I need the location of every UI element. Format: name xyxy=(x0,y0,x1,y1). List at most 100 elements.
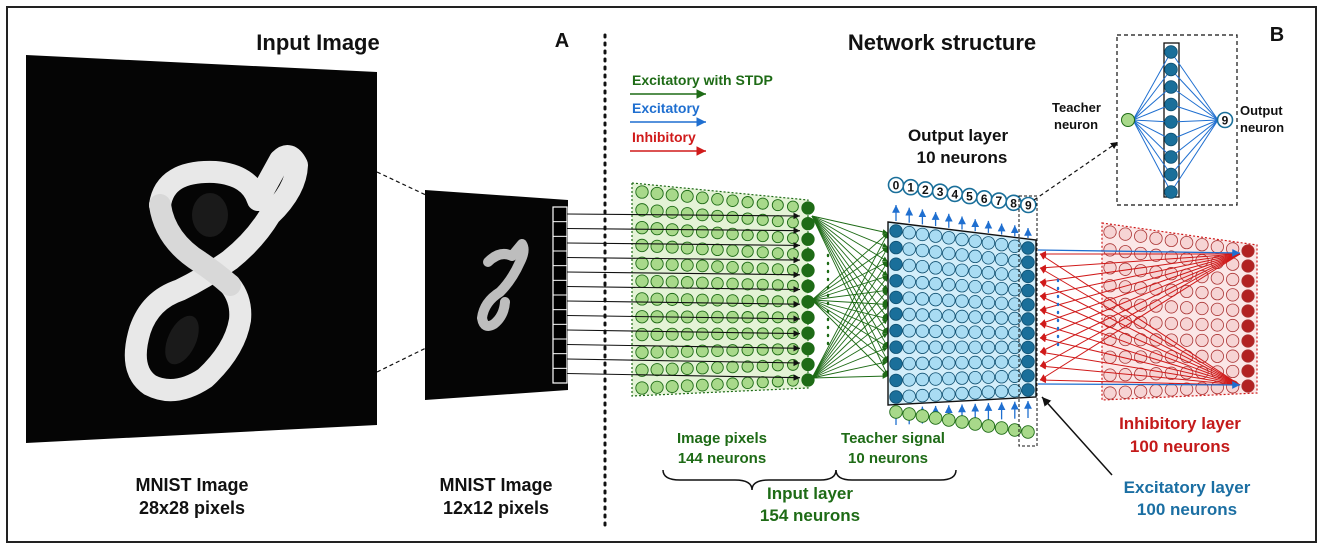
input-neuron xyxy=(635,345,649,360)
inhibitory-connection xyxy=(1039,267,1241,386)
input-neuron xyxy=(650,292,664,306)
teacher-neuron xyxy=(942,413,956,427)
projection-line-bottom xyxy=(376,346,429,373)
inhibitory-neuron xyxy=(1210,318,1224,332)
inhibitory-connection xyxy=(1039,253,1241,339)
input-neuron xyxy=(786,374,799,387)
output-weight-neuron xyxy=(1008,282,1022,297)
output-weight-neuron xyxy=(915,308,930,322)
input-neuron xyxy=(635,292,649,306)
inhibitory-neuron xyxy=(1134,281,1148,295)
inhibitory-neuron xyxy=(1210,287,1224,301)
output-edge-neuron xyxy=(1021,369,1035,383)
inhibitory-neuron xyxy=(1180,317,1194,331)
inhibitory-neuron xyxy=(1226,303,1240,317)
input-neuron xyxy=(680,362,694,376)
output-weight-neuron xyxy=(1008,369,1022,383)
image-pixels-label-line2: 144 neurons xyxy=(677,450,767,467)
output-weight-neuron xyxy=(902,291,916,305)
output-edge-neuron xyxy=(1021,269,1035,284)
pixel-arrow xyxy=(566,372,801,381)
input-neuron xyxy=(756,213,769,226)
inhibitory-connection xyxy=(1039,253,1241,386)
inhibitory-neuron xyxy=(1180,235,1194,250)
stdp-connection xyxy=(811,247,889,379)
inhibitory-neuron xyxy=(1195,317,1209,332)
stdp-connection xyxy=(811,288,889,301)
input-neuron xyxy=(726,261,739,274)
input-neuron xyxy=(711,327,724,341)
output-edge-neuron xyxy=(1021,326,1035,340)
input-output-neuron xyxy=(801,373,815,387)
inhibitory-connection xyxy=(1039,253,1241,312)
inset-hidden-neuron xyxy=(1164,115,1178,129)
output-edge-neuron xyxy=(889,373,903,388)
pixel-column-strip xyxy=(552,206,568,384)
input-neuron xyxy=(786,263,799,276)
input-neuron xyxy=(756,230,769,243)
input-neuron xyxy=(771,343,784,356)
legend-label-excitatory: Excitatory xyxy=(632,100,700,116)
input-neuron xyxy=(696,191,709,205)
output-edge-neuron xyxy=(1021,312,1035,326)
inset-hidden-neuron xyxy=(1164,97,1178,112)
input-neuron xyxy=(771,359,784,372)
input-neuron xyxy=(726,244,739,257)
stdp-connection xyxy=(811,215,889,291)
input-neuron xyxy=(786,311,799,324)
input-output-neuron xyxy=(801,248,815,262)
stdp-connection xyxy=(811,346,889,379)
output-weight-neuron xyxy=(942,278,956,292)
output-weight-neuron xyxy=(915,340,930,354)
inhibitory-neuron xyxy=(1210,240,1224,254)
input-neuron xyxy=(756,278,769,291)
inset-output-label-line2: neuron xyxy=(1240,120,1285,135)
inhibitory-neuron xyxy=(1134,229,1148,243)
inhibitory-output-neuron xyxy=(1241,364,1255,378)
input-neuron xyxy=(680,379,694,393)
pixel-arrow xyxy=(566,314,801,323)
inset-out-connection xyxy=(1170,69,1219,121)
output-weight-neuron xyxy=(915,292,930,306)
input-output-neuron xyxy=(801,326,815,340)
input-neuron xyxy=(726,211,739,224)
input-neuron xyxy=(756,311,769,324)
inhibitory-neuron xyxy=(1164,300,1178,314)
output-weight-neuron xyxy=(994,340,1009,355)
output-weight-neuron xyxy=(968,386,982,400)
inhibitory-connection xyxy=(1039,253,1241,353)
inhibitory-neuron-grid xyxy=(1103,225,1255,400)
input-neuron xyxy=(711,260,724,273)
output-weight-neuron xyxy=(942,262,956,276)
stdp-connection xyxy=(811,215,889,262)
input-neuron xyxy=(741,278,754,291)
output-weight-neuron xyxy=(981,280,996,295)
inhibitory-neuron xyxy=(1103,261,1117,275)
input-output-neuron xyxy=(801,279,815,293)
teacher-neuron xyxy=(902,407,916,421)
inset-hidden-neuron xyxy=(1164,62,1178,77)
digit-eight-small xyxy=(477,239,529,331)
input-output-neuron xyxy=(801,263,815,278)
inset-in-connection xyxy=(1132,51,1172,121)
input-neuron xyxy=(756,294,769,308)
output-edge-neuron xyxy=(889,224,903,238)
panel-b-label: B xyxy=(1269,24,1285,46)
output-weight-neuron xyxy=(928,261,943,275)
input-neuron xyxy=(696,293,709,307)
inset-output-label-line1: Output xyxy=(1240,103,1283,118)
input-neuron xyxy=(635,185,649,199)
input-neuron xyxy=(665,240,679,254)
input-neuron xyxy=(650,186,664,201)
input-neuron xyxy=(726,227,739,241)
output-edge-neuron xyxy=(1021,340,1035,355)
inset-hidden-neuron xyxy=(1164,185,1178,199)
inset-out-connection xyxy=(1170,119,1219,175)
inhibitory-neuron xyxy=(1149,367,1163,381)
output-weight-neuron xyxy=(915,243,930,258)
inset-hidden-neuron xyxy=(1164,80,1178,94)
stdp-connection xyxy=(811,299,889,363)
input-neuron xyxy=(635,203,649,217)
output-weight-neuron xyxy=(942,293,956,308)
output-digit-label: 9 xyxy=(1025,199,1032,213)
